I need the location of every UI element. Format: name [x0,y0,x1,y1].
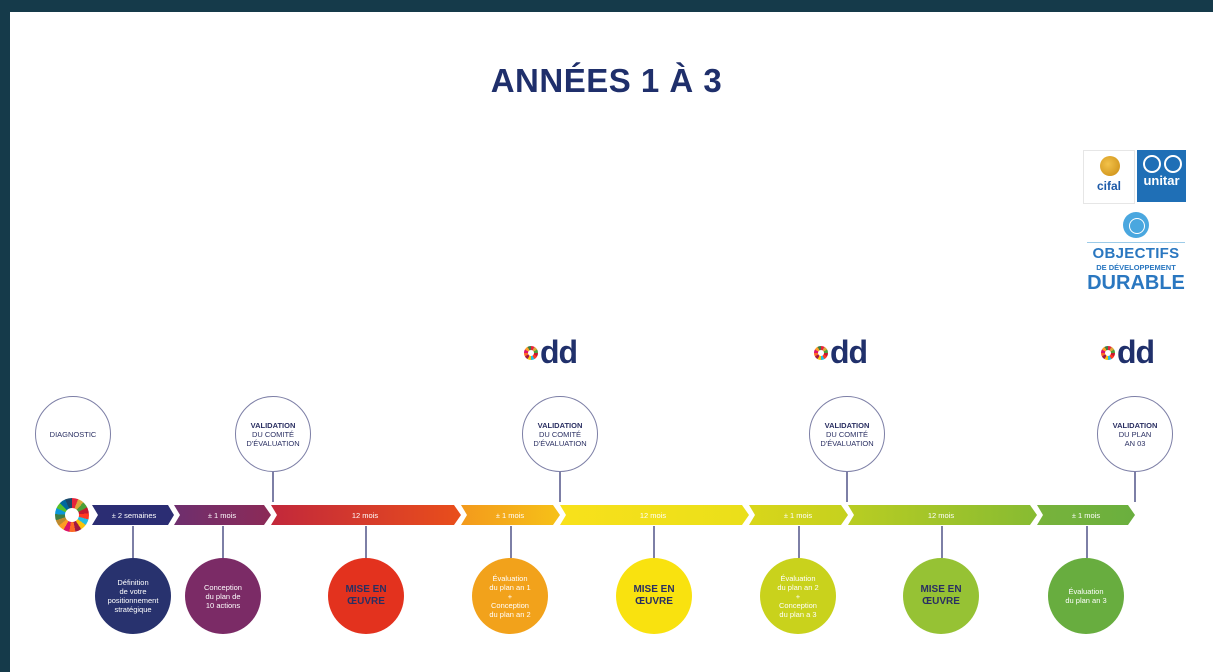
timeline-segment [1037,505,1135,525]
timeline-segment [749,505,848,525]
milestone-sub: D'ÉVALUATION [820,438,874,448]
timeline-segment [848,505,1037,525]
milestone-sub: DU COMITÉ [825,429,869,439]
unitar-label: unitar [1143,173,1180,188]
timeline-label: 12 mois [640,511,667,520]
timeline-label: ± 1 mois [496,511,525,520]
timeline-label: 12 mois [352,511,379,520]
odd-certification-mark: dd [522,334,594,370]
connector-line [365,526,367,558]
connector-line [510,526,512,558]
globe-icon [1100,156,1120,176]
sdg-wheel-icon [55,498,89,532]
odd-certification-mark: dd [812,334,884,370]
sdg-wheel-icon [524,346,538,360]
sdg-logo: OBJECTIFS DE DÉVELOPPEMENT DURABLE [1083,212,1189,294]
odd-mark-text: dd [1117,334,1155,370]
connector-line [941,526,943,558]
timeline-label: ± 2 semaines [112,511,157,520]
sdg-wheel-icon [814,346,828,360]
milestone-sub: D'ÉVALUATION [246,438,300,448]
timeline-segment [174,505,271,525]
timeline-label: ± 1 mois [208,511,237,520]
sdg-line-3: DURABLE [1087,272,1185,294]
connector-line [272,472,274,502]
unitar-logo: unitar [1137,150,1186,202]
timeline-segment [461,505,560,525]
cifal-logo: cifal [1083,150,1135,204]
cifal-label: cifal [1096,179,1121,193]
un-emblem-icon [1143,155,1161,173]
un-emblem-icon [1123,212,1149,238]
connector-line [653,526,655,558]
connector-line [1086,526,1088,558]
milestone-title: VALIDATION [1112,420,1158,430]
connector-line [559,472,561,502]
odd-mark-text: dd [830,334,868,370]
connector-line [132,526,134,558]
timeline-label: ± 1 mois [784,511,813,520]
connector-line [798,526,800,558]
odd-certification-mark: dd [1099,334,1171,370]
milestone-sub: DU PLAN [1118,429,1152,439]
milestone-sub: AN 03 [1124,438,1146,448]
slide: ANNÉES 1 À 3 cifal unitar OBJECTIFS DE D… [10,12,1213,672]
milestone-sub: D'ÉVALUATION [533,438,587,448]
page-title: ANNÉES 1 À 3 [490,62,723,99]
milestone-title: VALIDATION [824,420,870,430]
odd-mark-text: dd [540,334,578,370]
timeline-bar: ± 2 semaines ± 1 mois 12 mois ± 1 mois 1… [92,505,1135,525]
milestone-label: DIAGNOSTIC [49,429,97,439]
timeline-segment [271,505,461,525]
connector-line [1134,472,1136,502]
milestone-title: VALIDATION [250,420,296,430]
milestone-sub: DU COMITÉ [251,429,295,439]
globe-icon [1164,155,1182,173]
sdg-line-1: OBJECTIFS [1092,245,1180,262]
connector-line [846,472,848,502]
timeline-label: 12 mois [928,511,955,520]
milestone-sub: DU COMITÉ [538,429,582,439]
sdg-line-2: DE DÉVELOPPEMENT [1096,263,1176,272]
milestone-title: VALIDATION [537,420,583,430]
timeline-label: ± 1 mois [1072,511,1101,520]
connector-line [222,526,224,558]
timeline-segment [92,505,174,525]
timeline-segment [560,505,749,525]
milestone-diagnostic: DIAGNOSTIC [35,396,111,472]
sdg-wheel-icon [1101,346,1115,360]
